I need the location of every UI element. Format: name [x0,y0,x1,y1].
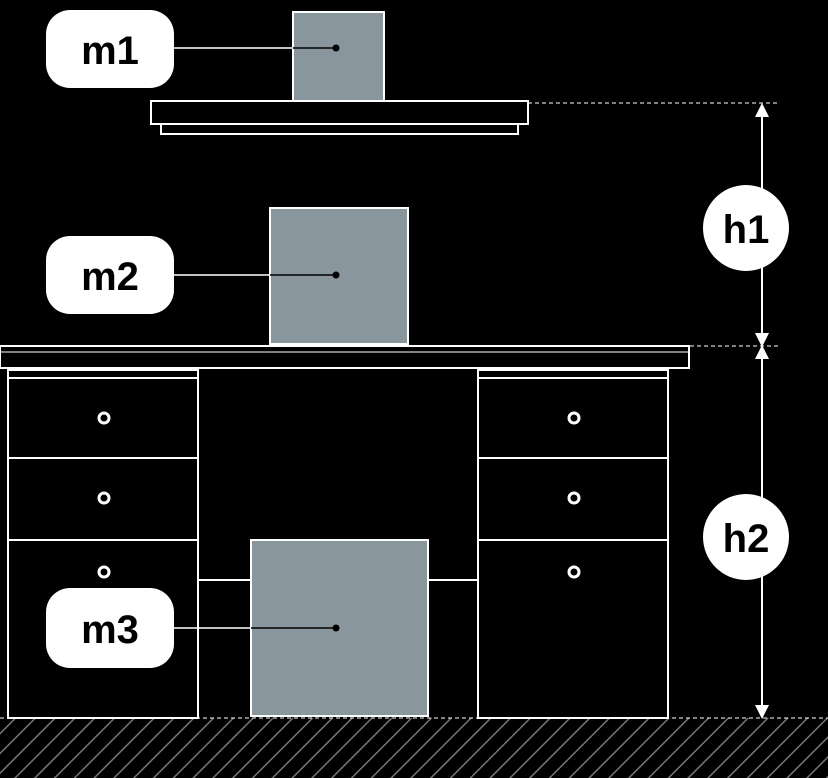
mass-m3 [170,539,429,717]
drawer-knob [97,565,111,579]
mass-m2 [170,207,409,345]
ground-hatching [0,718,828,778]
label-m1: m1 [46,10,174,88]
drawer-knob [97,411,111,425]
shelf [150,100,529,135]
label-m2: m2 [46,236,174,314]
mass-m1 [170,11,385,102]
label-m1-text: m1 [81,29,139,73]
label-m3-text: m3 [81,608,139,652]
label-m2-text: m2 [81,255,139,299]
label-h1-text: h1 [723,208,770,252]
label-h2: h2 [703,494,789,580]
desk-top [0,345,690,369]
drawer-knob [567,565,581,579]
label-m3: m3 [46,588,174,668]
drawer-knob [567,491,581,505]
drawer-knob [97,491,111,505]
drawer-knob [567,411,581,425]
label-h2-text: h2 [723,517,770,561]
right-drawer-unit [477,369,669,719]
label-h1: h1 [703,185,789,271]
